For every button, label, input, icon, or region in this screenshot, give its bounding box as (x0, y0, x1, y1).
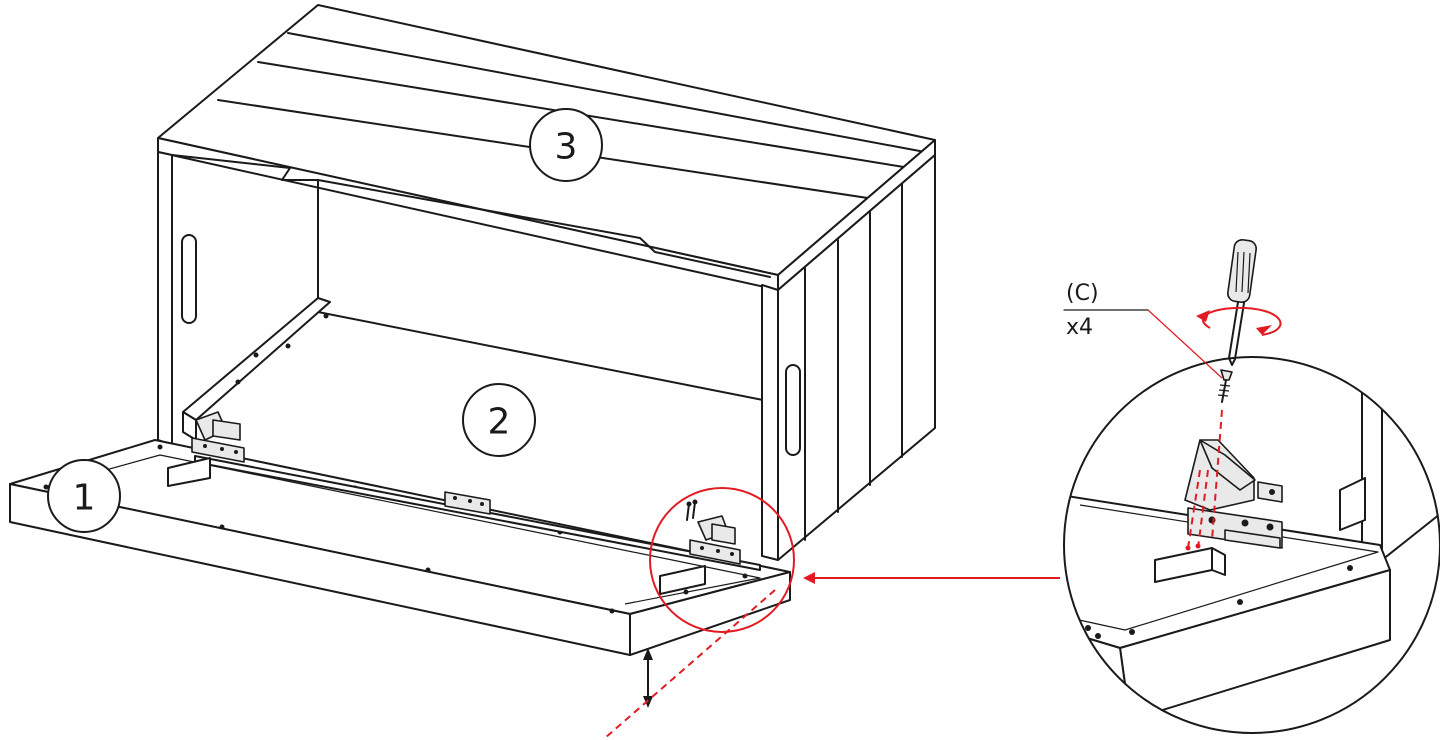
part-label-2: 2 (462, 383, 536, 457)
screw-icon (686, 499, 698, 521)
part-label-3: 3 (529, 108, 603, 182)
svg-text:1: 1 (73, 478, 96, 519)
svg-text:3: 3 (555, 127, 578, 168)
hardware-callout: (C) x4 (1063, 281, 1223, 379)
magnifier-circle-icon (1063, 356, 1440, 734)
bottom-panel (9, 439, 791, 656)
hinge-icon (444, 491, 491, 515)
hinge-icon (689, 515, 741, 565)
rotation-arrow-icon (1196, 306, 1282, 336)
up-down-arrow-icon (643, 648, 653, 708)
screw-icon (1217, 369, 1233, 403)
part-label-1: 1 (47, 459, 121, 533)
detail-highlight (604, 487, 1060, 739)
callout-quantity: x4 (1066, 315, 1093, 340)
svg-text:2: 2 (488, 402, 511, 443)
screwdriver-icon (1227, 239, 1257, 366)
callout-part-label: (C) (1066, 281, 1099, 306)
hinge-icon (191, 411, 245, 463)
